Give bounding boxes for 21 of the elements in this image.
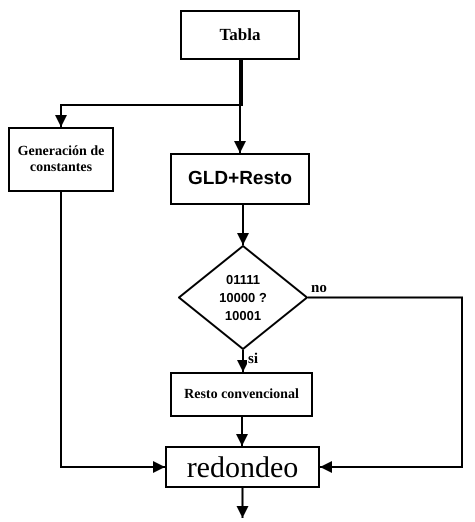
process-box [8,127,114,192]
process-box [170,372,313,417]
process-box [165,446,320,488]
process-box [170,153,310,205]
node-text: Generación de constantes [16,144,106,175]
arrow [60,192,165,473]
arrow [236,417,248,446]
arrow [236,488,248,518]
node-text: 01111 10000 ? 10001 [218,270,268,324]
arrow [55,60,243,127]
arrow [234,60,246,153]
decision-diamond [178,245,308,350]
arrow [308,296,463,473]
arrow [237,205,249,245]
edge-label: si [247,352,260,367]
process-box [180,10,300,60]
arrow [237,350,249,372]
node-text: Tabla [220,26,260,44]
node-text: GLD+Resto [188,168,292,190]
node-text: Resto convencional [184,386,299,402]
node-text: redondeo [186,450,298,484]
